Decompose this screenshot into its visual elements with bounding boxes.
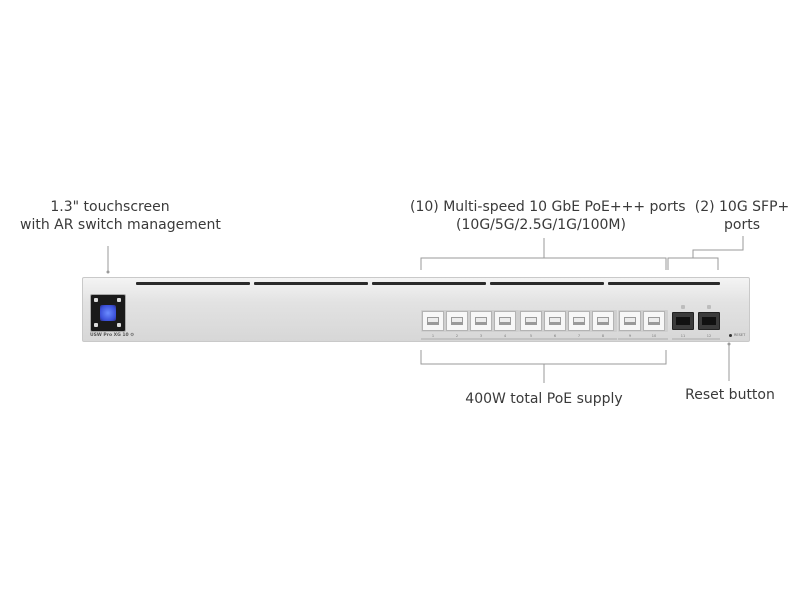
vent-slot bbox=[490, 282, 604, 285]
port-number-label: 12 bbox=[706, 334, 712, 338]
rj45-port[interactable] bbox=[619, 311, 641, 331]
rj45-port-group bbox=[618, 310, 668, 332]
reset-button[interactable] bbox=[729, 334, 732, 337]
gear-icon bbox=[117, 323, 121, 327]
ports-callout: (10) Multi-speed 10 GbE PoE+++ ports (10… bbox=[410, 198, 686, 234]
port-number-label: 1 bbox=[431, 334, 435, 338]
rj45-port[interactable] bbox=[592, 311, 614, 331]
vent-slot bbox=[608, 282, 720, 285]
port-number-label: 7 bbox=[577, 334, 581, 338]
network-switch: USW Pro XG 10 ⚙ 1 2 3 4 5 6 7 8 9 10 11 … bbox=[82, 277, 750, 342]
rj45-port[interactable] bbox=[643, 311, 665, 331]
sfp-group-underline bbox=[672, 338, 720, 340]
touchscreen-callout-line2: with AR switch management bbox=[20, 217, 221, 233]
sfp-status-led bbox=[707, 305, 711, 309]
vent-slot bbox=[136, 282, 250, 285]
reset-label: RESET bbox=[734, 333, 746, 337]
rj45-port-group bbox=[519, 310, 617, 332]
rj45-port[interactable] bbox=[470, 311, 492, 331]
sfp-leader bbox=[692, 236, 744, 258]
rj45-port-group bbox=[421, 310, 519, 332]
poe-callout-text: 400W total PoE supply bbox=[465, 391, 623, 407]
port-number-label: 5 bbox=[529, 334, 533, 338]
sfp-status-led bbox=[681, 305, 685, 309]
ports-callout-line2: (10G/5G/2.5G/1G/100M) bbox=[456, 217, 626, 233]
rj45-port[interactable] bbox=[520, 311, 542, 331]
port-group-underline bbox=[618, 338, 668, 340]
port-number-label: 3 bbox=[479, 334, 483, 338]
port-number-label: 11 bbox=[680, 334, 686, 338]
reset-callout: Reset button bbox=[680, 386, 780, 404]
port-number-label: 8 bbox=[601, 334, 605, 338]
sfp-callout: (2) 10G SFP+ ports bbox=[690, 198, 794, 234]
poe-callout: 400W total PoE supply bbox=[444, 390, 644, 408]
screen-icon bbox=[94, 298, 98, 302]
rj45-port[interactable] bbox=[422, 311, 444, 331]
rj45-port[interactable] bbox=[494, 311, 516, 331]
rj45-port[interactable] bbox=[568, 311, 590, 331]
port-number-label: 2 bbox=[455, 334, 459, 338]
vent-slot bbox=[372, 282, 486, 285]
reset-callout-text: Reset button bbox=[685, 387, 775, 403]
power-icon bbox=[94, 323, 98, 327]
rj45-port[interactable] bbox=[446, 311, 468, 331]
port-group-underline bbox=[519, 338, 617, 340]
touchscreen-display[interactable] bbox=[90, 294, 126, 332]
lock-icon bbox=[117, 298, 121, 302]
port-number-label: 6 bbox=[553, 334, 557, 338]
sfp-port[interactable] bbox=[672, 312, 694, 330]
vent-slot bbox=[254, 282, 368, 285]
poe-bracket bbox=[420, 350, 667, 365]
model-label: USW Pro XG 10 ⚙ bbox=[90, 333, 135, 338]
ports-bracket bbox=[420, 257, 667, 270]
touchscreen-callout-line1: 1.3" touchscreen bbox=[50, 199, 170, 215]
port-number-label: 10 bbox=[651, 334, 657, 338]
port-group-underline bbox=[421, 338, 519, 340]
sfp-callout-line1: (2) 10G SFP+ bbox=[694, 199, 790, 215]
sfp-callout-line2: ports bbox=[724, 217, 760, 233]
port-number-label: 9 bbox=[628, 334, 632, 338]
port-number-label: 4 bbox=[503, 334, 507, 338]
rj45-port[interactable] bbox=[544, 311, 566, 331]
sfp-bracket bbox=[667, 257, 719, 270]
sfp-port[interactable] bbox=[698, 312, 720, 330]
screen-panel bbox=[100, 305, 116, 321]
ports-callout-line1: (10) Multi-speed 10 GbE PoE+++ ports bbox=[410, 199, 686, 215]
touchscreen-callout: 1.3" touchscreen with AR switch manageme… bbox=[20, 198, 221, 234]
